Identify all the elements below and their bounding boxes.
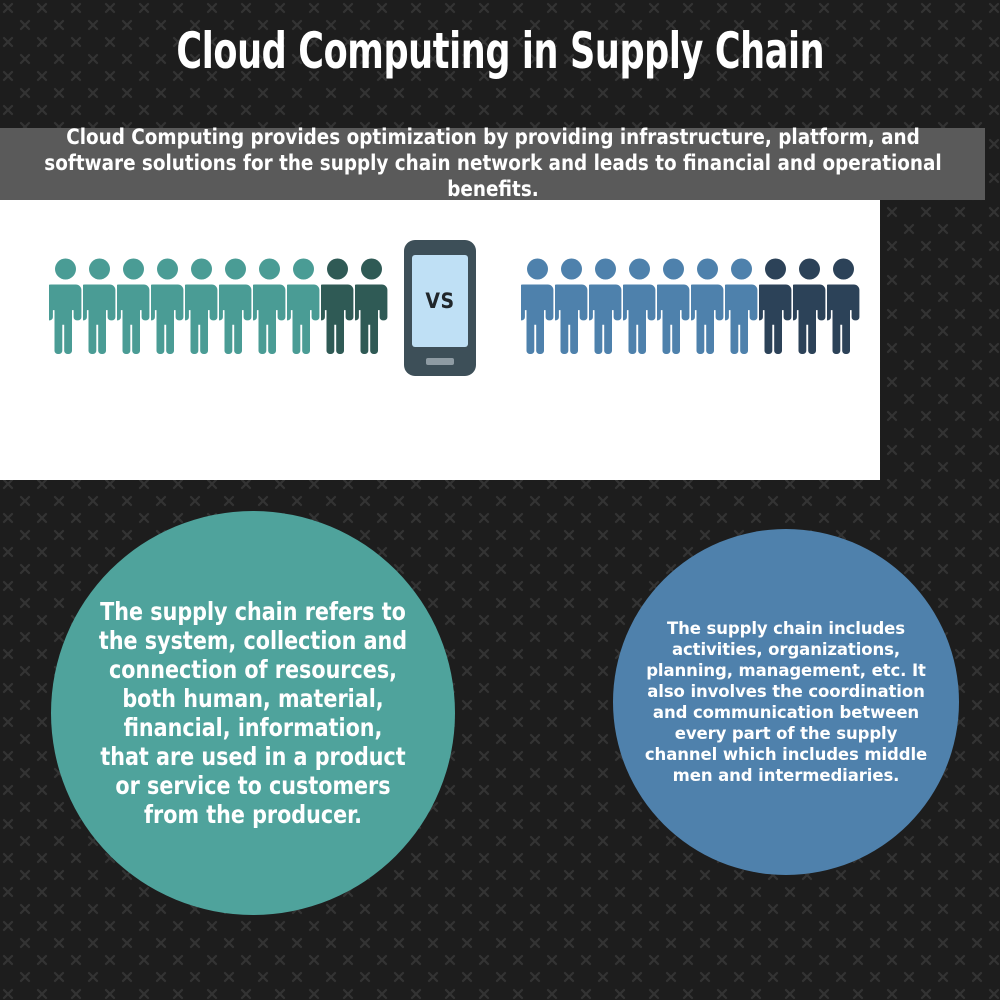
person-pictogram [49, 258, 82, 354]
person-pictogram [589, 258, 622, 354]
person-pictogram [83, 258, 116, 354]
teal-people-group [49, 258, 389, 354]
versus-label: VS [425, 289, 455, 313]
blue-people-group [521, 258, 861, 354]
page-title-container: Cloud Computing in Supply Chain [0, 20, 1000, 82]
person-pictogram [555, 258, 588, 354]
supply-chain-scope-text: The supply chain includes activities, or… [644, 619, 928, 785]
person-pictogram [219, 258, 252, 354]
supply-chain-definition-text: The supply chain refers to the system, c… [98, 597, 408, 829]
person-pictogram [623, 258, 656, 354]
supply-chain-definition-circle: The supply chain refers to the system, c… [51, 511, 455, 915]
person-pictogram [355, 258, 388, 354]
phone-icon: VS [404, 240, 476, 376]
subtitle-band: Cloud Computing provides optimization by… [0, 125, 985, 202]
person-pictogram [793, 258, 826, 354]
page-title: Cloud Computing in Supply Chain [176, 22, 824, 80]
phone-home-button [426, 358, 454, 365]
person-pictogram [521, 258, 554, 354]
person-pictogram [759, 258, 792, 354]
subtitle-text: Cloud Computing provides optimization by… [43, 125, 942, 202]
person-pictogram [117, 258, 150, 354]
person-pictogram [321, 258, 354, 354]
person-pictogram [691, 258, 724, 354]
phone-screen: VS [412, 255, 468, 347]
person-pictogram [657, 258, 690, 354]
person-pictogram [151, 258, 184, 354]
person-pictogram [253, 258, 286, 354]
person-pictogram [185, 258, 218, 354]
person-pictogram [725, 258, 758, 354]
person-pictogram [827, 258, 860, 354]
person-pictogram [287, 258, 320, 354]
supply-chain-scope-circle: The supply chain includes activities, or… [613, 529, 959, 875]
